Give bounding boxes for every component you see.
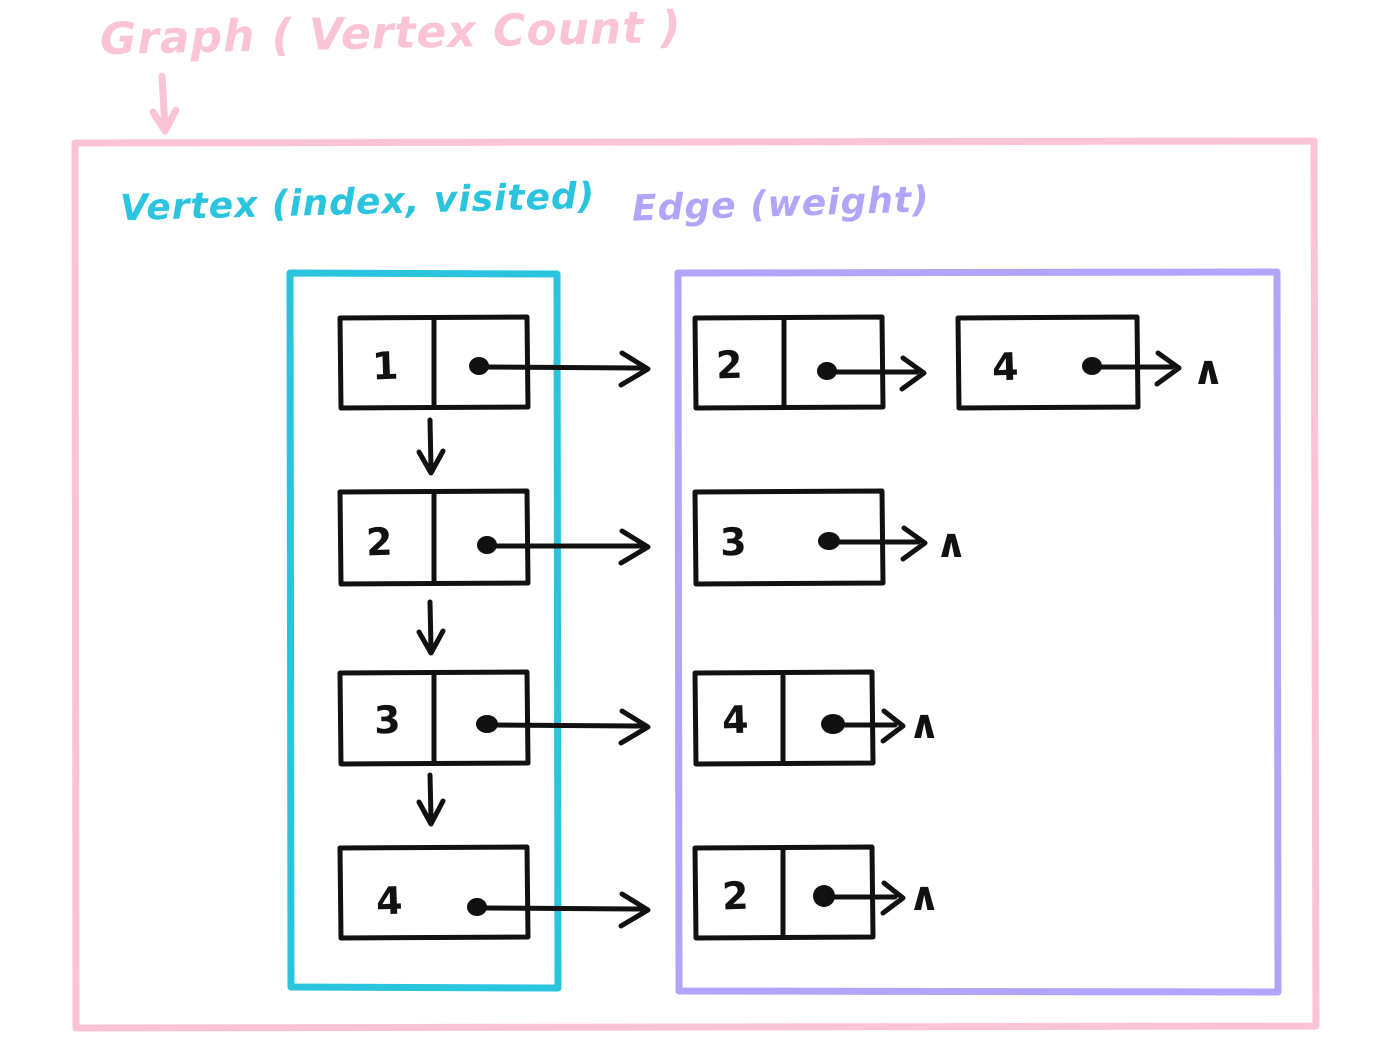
vertex-container-border <box>286 269 562 992</box>
vertex-node-3 <box>337 669 531 767</box>
vertex-4-next-pointer <box>467 891 651 929</box>
graph-container-border <box>71 137 1320 1032</box>
edge-4-0-weight: 2 <box>721 873 750 919</box>
edge-node-1-0 <box>692 314 886 411</box>
edge-node-4-0-next-pointer <box>813 880 906 916</box>
vertex-2-index: 2 <box>365 519 394 565</box>
vertex-2-to-3-arrow-icon <box>416 599 446 656</box>
vertex-node-1 <box>337 314 531 411</box>
title-down-arrow-icon <box>149 72 180 135</box>
edge-node-1-1 <box>955 314 1141 411</box>
edge-list-4-terminator: ∧ <box>908 874 941 920</box>
edge-list-2-terminator: ∧ <box>935 521 968 567</box>
edge-1-1-weight: 4 <box>991 344 1020 390</box>
vertex-node-4 <box>337 844 531 941</box>
edge-node-3-0 <box>692 669 876 767</box>
edge-3-0-weight: 4 <box>721 697 750 743</box>
vertex-node-2 <box>337 488 531 587</box>
edge-1-0-weight: 2 <box>715 342 744 388</box>
vertex-2-next-pointer <box>477 528 651 566</box>
edge-list-3-terminator: ∧ <box>908 702 941 748</box>
edge-node-1-1-next-pointer <box>1082 350 1182 387</box>
vertex-1-next-pointer <box>469 350 651 388</box>
edge-node-2-0-next-pointer <box>818 525 928 562</box>
vertex-1-to-2-arrow-icon <box>416 417 446 476</box>
edge-node-2-0 <box>692 488 886 587</box>
edge-node-1-0-next-pointer <box>817 355 927 392</box>
edge-node-3-0-next-pointer <box>821 708 906 744</box>
vertex-3-to-4-arrow-icon <box>416 772 446 827</box>
vertex-3-index: 3 <box>373 697 402 743</box>
vertex-3-next-pointer <box>476 708 651 746</box>
edge-list-1-terminator: ∧ <box>1192 348 1225 394</box>
vertex-4-index: 4 <box>375 878 404 924</box>
edge-node-4-0 <box>692 844 876 941</box>
vertex-1-index: 1 <box>371 343 400 389</box>
edge-container-border <box>674 268 1282 996</box>
edge-2-0-weight: 3 <box>719 519 748 565</box>
